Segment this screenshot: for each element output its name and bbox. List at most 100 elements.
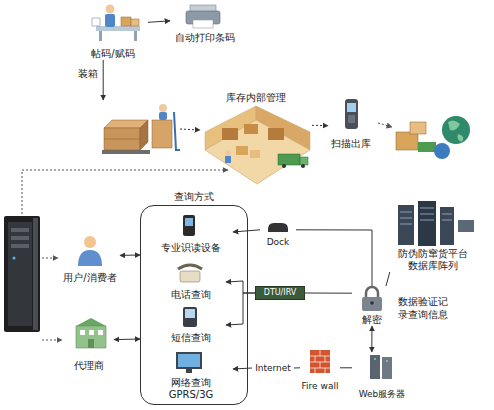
- connector: [305, 293, 352, 294]
- device-node: 专业识读设备: [149, 214, 233, 254]
- connector: [114, 339, 140, 341]
- node-text: 电话查询: [171, 289, 211, 301]
- rack-server: [398, 205, 414, 245]
- monitor: [176, 352, 202, 369]
- monitor: [458, 220, 474, 232]
- connector: [233, 368, 252, 369]
- node-text: 自动打印条码: [175, 32, 235, 44]
- dotted-arrow: [378, 123, 392, 127]
- rack-slots: [400, 208, 452, 224]
- connector: [226, 281, 255, 293]
- box-stack: [152, 120, 172, 148]
- dotted-link: [42, 258, 58, 259]
- dotted-link: [42, 340, 62, 341]
- web-server-node: Web服务器: [352, 352, 412, 400]
- firewall-bricks: [310, 350, 330, 373]
- warehouse-node: 库存内部管理: [200, 92, 312, 187]
- firewall-node: Fire wall: [300, 348, 340, 392]
- worker-body: [159, 112, 167, 120]
- reader-device: [183, 215, 195, 236]
- rack-server: [440, 207, 454, 245]
- worker-head: [106, 5, 115, 14]
- truck: [278, 154, 300, 165]
- connector: [312, 125, 328, 126]
- worker-body: [225, 156, 231, 163]
- scanner-body: [345, 99, 358, 129]
- note-label: 数据验证记 录查询信息: [398, 296, 452, 321]
- printer-node: 自动打印条码: [170, 2, 240, 44]
- printer-paper: [193, 20, 213, 28]
- connector: [233, 230, 260, 232]
- web-server-unit: [382, 357, 392, 379]
- scanner-screen: [347, 103, 356, 112]
- platform-node: 防伪防窜货平台 数据库阵列: [385, 200, 480, 272]
- window: [98, 330, 103, 335]
- pda-screen: [185, 309, 195, 318]
- truck: [418, 142, 436, 152]
- node-text: 用户/消费者: [63, 272, 116, 284]
- dock-node: Dock: [260, 220, 296, 248]
- worker-head: [159, 104, 167, 112]
- connector: [371, 326, 372, 352]
- connector: [296, 230, 372, 286]
- node-text: 扫描出库: [331, 138, 371, 150]
- warehouse-floor: [205, 120, 310, 184]
- server-case: [4, 216, 40, 332]
- worker-body: [105, 14, 115, 27]
- node-text: 代理商: [74, 360, 104, 372]
- node-text: 查询方式: [141, 191, 247, 203]
- boxing-node: 装箱: [100, 100, 180, 158]
- box-front: [104, 128, 140, 150]
- node-text: Internet: [255, 363, 291, 374]
- pallet: [102, 150, 150, 154]
- drive-bay: [11, 236, 29, 240]
- truck-cab: [300, 157, 308, 165]
- node-text: 解密: [362, 314, 382, 326]
- building-roof: [76, 318, 106, 326]
- server-front: [8, 222, 32, 326]
- box-seam: [104, 139, 140, 140]
- query-group: 查询方式专业识读设备电话查询短信查询网络查询 GPRS/3G: [140, 205, 248, 405]
- box-icon: [250, 150, 260, 158]
- box-icon: [396, 132, 418, 150]
- node-text: 装箱: [78, 68, 98, 80]
- node-text: Dock: [267, 237, 290, 248]
- desk-leg: [134, 31, 137, 41]
- telephone-handset: [178, 265, 202, 269]
- user-body: [78, 250, 102, 266]
- scanner-node: 扫描出库: [328, 96, 374, 150]
- box-icon: [410, 122, 426, 134]
- desk-leg: [99, 31, 102, 41]
- status-led: [374, 358, 376, 360]
- connector: [103, 60, 104, 100]
- device-node: 电话查询: [156, 263, 226, 301]
- firewall-wall: [310, 350, 330, 373]
- node-text: 库存内部管理: [226, 92, 286, 104]
- lock-shackle: [366, 287, 378, 298]
- shelf: [222, 128, 238, 140]
- window: [80, 330, 85, 335]
- device-node: 网络查询 GPRS/3G: [149, 351, 233, 401]
- globe-land: [448, 120, 463, 142]
- wheel: [282, 164, 286, 168]
- box-icon: [131, 19, 139, 26]
- node-text: 网络查询 GPRS/3G: [161, 377, 221, 401]
- node-text: DTU/IRV: [264, 288, 297, 298]
- status-led: [386, 360, 388, 362]
- reader-screen: [185, 218, 193, 226]
- door: [88, 339, 94, 348]
- connector: [120, 255, 140, 256]
- building: [76, 326, 106, 348]
- labelling-station: 帖码/赋码: [78, 2, 148, 60]
- window: [89, 330, 94, 335]
- lock-keyhole: [370, 301, 374, 305]
- decrypt-node: 解密: [352, 286, 392, 326]
- scanner-keys: [348, 115, 355, 123]
- hand-truck: [174, 112, 180, 150]
- box-icon: [236, 146, 248, 155]
- barcode-sheet: [92, 18, 100, 26]
- shelf: [244, 124, 258, 134]
